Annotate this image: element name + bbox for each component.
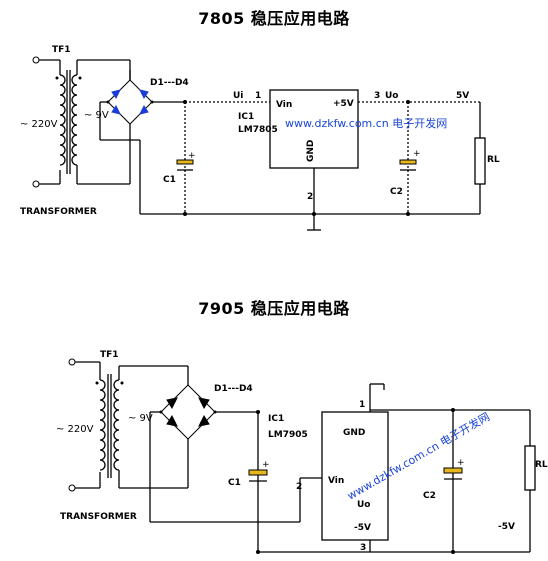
diode-d4-icon [139, 105, 149, 115]
ui-label-1: Ui [233, 91, 243, 101]
out-pin-label-1: +5V [333, 99, 354, 109]
pin2-label-1: 2 [307, 192, 313, 202]
transformer-primary-coil-2 [99, 379, 106, 471]
capacitor-c2-1: + [399, 149, 421, 171]
diode-d1-icon-2 [166, 397, 178, 410]
diagram1-circuit: TF1 ~ 220V ~ 9V TRANSFORMER D1---D4 [20, 45, 500, 231]
svg-text:+: + [413, 149, 421, 159]
uo-label-1: Uo [385, 91, 399, 101]
ic-part-2: LM7905 [268, 430, 308, 440]
c1-label-2: C1 [228, 478, 241, 488]
bridge-rectifier-1 [106, 70, 154, 157]
load-resistor-rl-1 [474, 137, 486, 185]
diode-label-1: D1---D4 [150, 78, 189, 88]
capacitor-c2-2: + [443, 458, 465, 480]
pin3-label-2: 3 [360, 543, 366, 553]
rl-label-2: RL [535, 460, 548, 470]
v5-label-1: 5V [456, 91, 469, 101]
tf-label-2: TF1 [100, 350, 119, 360]
diode-d1-icon [111, 89, 121, 99]
watermark-1: www.dzkfw.com.cn 电子开发网 [285, 116, 447, 130]
diagram2-title: 7905 稳压应用电路 [198, 299, 350, 318]
transformer-label-2: TRANSFORMER [60, 512, 137, 522]
diagram2-circuit: TF1 ~ 220V ~ 9V TRANSFORMER D1---D4 + C1 [56, 350, 548, 554]
bridge-rectifier-2 [159, 384, 217, 455]
tf-label-1: TF1 [52, 45, 71, 55]
gnd-label-2: GND [343, 428, 365, 438]
ac-voltage-label-2: ~ 220V [56, 424, 94, 435]
gnd-label-1: GND [306, 140, 316, 162]
pin2-label-2: 2 [296, 482, 302, 492]
ac-terminal-top-2 [68, 358, 76, 366]
pin1-label-2: 1 [359, 400, 365, 410]
diode-label-2: D1---D4 [214, 384, 253, 394]
ac-terminal-top [32, 56, 40, 64]
secondary-voltage-label-1: ~ 9V [84, 110, 109, 121]
ac-terminal-bottom-2 [68, 484, 76, 492]
diode-d2-icon-2 [198, 397, 210, 410]
secondary-voltage-label-2: ~ 9V [128, 413, 153, 424]
svg-text:+: + [457, 458, 465, 468]
diode-d2-icon [139, 89, 149, 99]
capacitor-c1-2: + [248, 460, 270, 482]
vin-label-1: Vin [276, 100, 292, 110]
watermark-2: www.dzkfw.com.cn 电子开发网 [345, 409, 493, 502]
svg-text:+: + [262, 460, 270, 470]
ac-voltage-label-1: ~ 220V [20, 119, 58, 130]
ic-part-1: LM7805 [238, 125, 278, 135]
svg-text:+: + [188, 151, 196, 161]
diode-d3-icon-2 [166, 414, 178, 427]
out-pin-label-2: -5V [354, 523, 371, 533]
transformer-label-1: TRANSFORMER [20, 207, 97, 217]
load-resistor-rl-2 [524, 445, 536, 491]
v5-label-2: -5V [498, 522, 515, 532]
rl-label-1: RL [487, 155, 500, 165]
c2-label-1: C2 [390, 187, 403, 197]
capacitor-c1-1: + [176, 151, 196, 171]
uo-label-2: Uo [357, 500, 371, 510]
transformer-primary-coil [59, 74, 66, 166]
diagram1-title: 7805 稳压应用电路 [198, 9, 350, 28]
pin3-label-1: 3 [374, 91, 380, 101]
transformer-secondary-coil [71, 74, 78, 166]
vin-label-2: Vin [328, 476, 344, 486]
ic-label-1: IC1 [238, 112, 254, 122]
transformer-secondary-coil-2 [113, 379, 120, 471]
ic1-7905-box [321, 411, 389, 541]
c1-label-1: C1 [163, 175, 176, 185]
pin1-label-1: 1 [255, 91, 261, 101]
ac-terminal-bottom [32, 180, 40, 188]
c2-label-2: C2 [423, 491, 436, 501]
diode-d3-icon [111, 105, 121, 115]
diode-d4-icon-2 [198, 414, 210, 427]
ic-label-2: IC1 [268, 414, 284, 424]
